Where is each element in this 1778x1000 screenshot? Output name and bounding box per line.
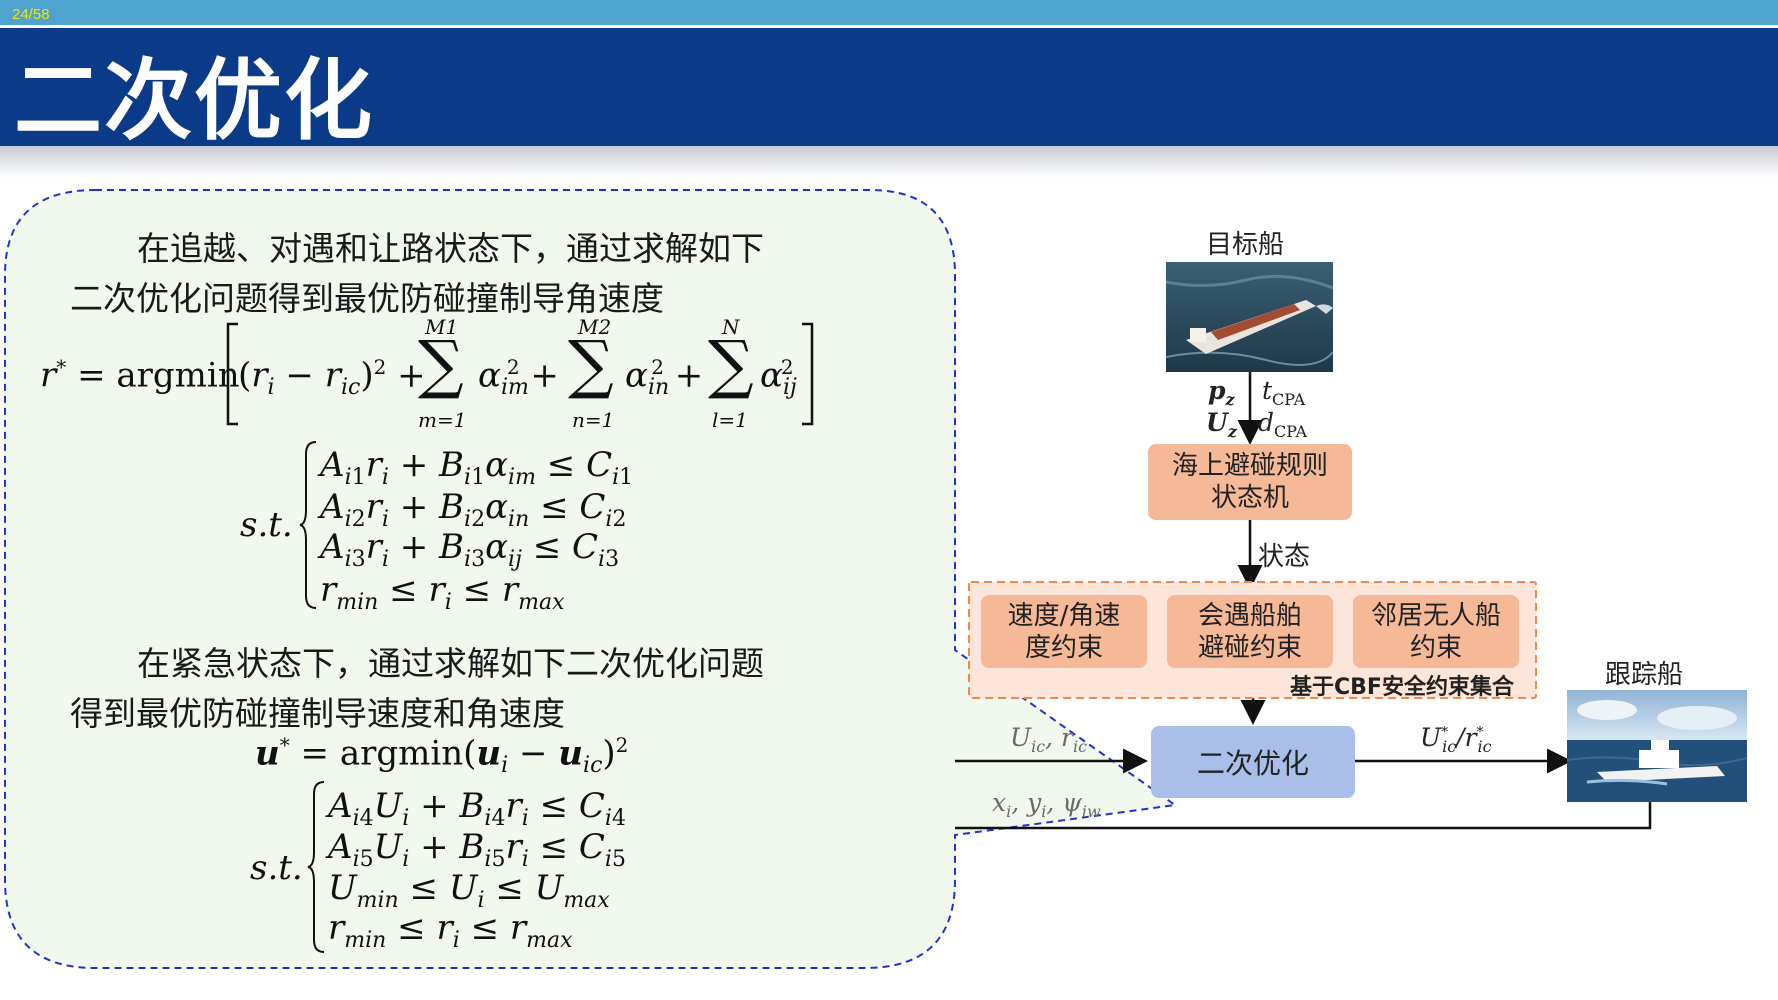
eq2-constraint-2: Ai5Ui + Bi5ri ≤ Ci5 (328, 827, 626, 872)
qp-box: 二次优化 (1151, 726, 1355, 798)
eq1-constraint-1: Ai1ri + Bi1αim ≤ Ci1 (320, 445, 634, 490)
input-ref-label: Uic, ric (1010, 723, 1088, 756)
title-bar (0, 28, 1778, 146)
constraint-neighbor-line-1: 邻居无人船 (1370, 600, 1501, 631)
state-label: 状态 (1258, 542, 1311, 572)
cbf-label: 基于CBF安全约束集合 (1290, 675, 1514, 700)
page-title: 二次优化 (14, 49, 375, 152)
target-ship-photo (1166, 262, 1333, 372)
tcpa-label: tCPA (1262, 376, 1306, 409)
eq1-st: s.t. (240, 505, 293, 545)
sum2-term: αin2 + (625, 355, 704, 401)
eq1-right-bracket (802, 322, 814, 426)
state-machine-box: 海上避碰规则 状态机 (1148, 444, 1352, 520)
eq2-constraint-4: rmin ≤ ri ≤ rmax (328, 908, 573, 953)
state-machine-line-1: 海上避碰规则 (1171, 451, 1328, 481)
sum2-lower: n=1 (572, 408, 615, 432)
top-strip (0, 0, 1778, 25)
sum1-lower: m=1 (418, 408, 467, 432)
sum2-upper: M2 (578, 315, 612, 339)
para1-line2: 二次优化问题得到最优防碰撞制导角速度 (70, 279, 664, 318)
target-ship-label: 目标船 (1206, 230, 1285, 260)
tracking-ship-label: 跟踪船 (1605, 660, 1684, 690)
constraint-encounter-line-2: 避碰约束 (1197, 632, 1302, 663)
eq1-left-bracket (226, 322, 238, 426)
eq1-constraint-2: Ai2ri + Bi2αin ≤ Ci2 (320, 487, 627, 532)
input-state-label: xi, yi, ψiw (992, 788, 1101, 821)
sum3-symbol: ∑ (708, 328, 754, 402)
eq1-brace (299, 441, 317, 609)
dcpa-label: dCPA (1258, 408, 1308, 441)
uz-label: Uz (1206, 408, 1237, 441)
constraint-speed-line-2: 度约束 (1024, 632, 1103, 663)
constraint-box-encounter: 会遇船舶 避碰约束 (1167, 595, 1333, 668)
eq1-lhs: r* = argmin (40, 355, 240, 396)
constraint-encounter-line-1: 会遇船舶 (1197, 600, 1302, 631)
constraint-box-speed: 速度/角速 度约束 (981, 595, 1147, 668)
output-label: U*ic/r*ic (1420, 723, 1492, 756)
state-machine-line-2: 状态机 (1210, 483, 1289, 513)
sum3-upper: N (722, 315, 740, 339)
sum1-upper: M1 (425, 315, 459, 339)
eq2-constraint-1: Ai4Ui + Bi4ri ≤ Ci4 (328, 786, 626, 831)
eq2-brace (307, 781, 325, 953)
constraint-box-neighbor: 邻居无人船 约束 (1353, 595, 1519, 668)
eq1-constraint-4: rmin ≤ ri ≤ rmax (320, 570, 565, 615)
eq2-st: s.t. (250, 848, 303, 888)
para2-line1: 在紧急状态下，通过求解如下二次优化问题 (137, 644, 764, 683)
eq2-objective: u* = argmin(ui − uic)2 (255, 733, 629, 779)
tracking-ship-photo (1567, 690, 1747, 802)
eq1-term0: (ri − ric)2 + (238, 355, 426, 401)
sum3-lower: l=1 (712, 408, 748, 432)
sum2-symbol: ∑ (568, 328, 614, 402)
sum3-term: αij2 (760, 355, 797, 401)
constraint-speed-line-1: 速度/角速 (1007, 600, 1121, 631)
para1-line1: 在追越、对遇和让路状态下，通过求解如下 (137, 229, 764, 268)
sum1-symbol: ∑ (418, 328, 464, 402)
eq1-constraint-3: Ai3ri + Bi3αij ≤ Ci3 (320, 527, 620, 572)
constraint-neighbor-line-2: 约束 (1409, 632, 1462, 663)
eq2-constraint-3: Umin ≤ Ui ≤ Umax (328, 868, 610, 913)
page-number: 24/58 (12, 6, 50, 23)
pz-label: pz (1208, 376, 1235, 409)
sum1-term: αim2 + (478, 355, 559, 401)
title-shadow (0, 146, 1778, 178)
para2-line2: 得到最优防碰撞制导速度和角速度 (70, 694, 565, 733)
